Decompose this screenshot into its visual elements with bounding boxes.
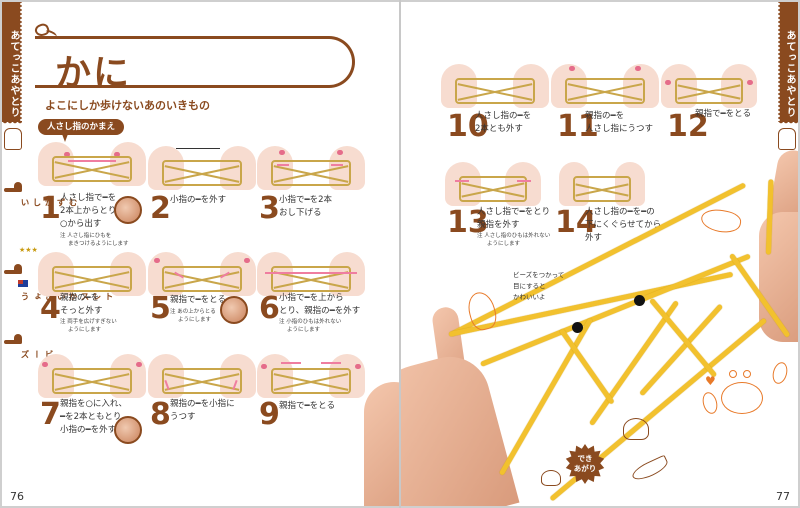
step-instruction: 人さし指で━を 2本上からとり、 ○から出す	[60, 193, 125, 229]
yarn-string	[558, 328, 615, 405]
page-title: かに	[55, 53, 132, 94]
step-illustration	[38, 142, 146, 190]
step-number: 9	[259, 397, 280, 432]
step-note: 注 両手を広げすぎない ようにします	[60, 319, 117, 333]
detail-photo-circle	[114, 416, 142, 444]
bead-eye-icon	[572, 322, 583, 333]
step-number: 5	[150, 291, 171, 326]
hand-left	[401, 347, 520, 506]
legend-label: ビーズ	[19, 350, 53, 359]
step-instruction: 小指で━を上から とり、親指の━を外す	[279, 293, 361, 316]
step-number: 11	[557, 109, 599, 144]
rope-end	[35, 85, 45, 88]
step-number: 1	[40, 191, 61, 226]
gutter	[399, 0, 401, 508]
step-instruction: 親指で━をとる	[170, 295, 227, 305]
step-note: 注 あの上からとる ようにします	[170, 309, 216, 323]
step-instruction: 親指で━をとる	[695, 109, 752, 119]
step-illustration	[38, 252, 146, 300]
step-illustration	[661, 64, 757, 112]
step-number: 3	[259, 191, 280, 226]
section-tab-right: あてっこあやとり	[777, 2, 798, 125]
step-note: 注 人さし指のひもは外れない ようにします	[477, 233, 551, 247]
section-tab-label: あてっこあやとり	[8, 30, 19, 118]
legend-label: トレスかいきょう	[19, 292, 113, 301]
left-page: あてっこあやとり かに よこにしか歩けないあのいきもの 人さし指のかまえ P13…	[2, 2, 399, 506]
starting-pose-page-ref: P13	[105, 121, 122, 131]
step-instruction: 親指の━を そっと外す	[60, 293, 103, 316]
step-number: 4	[40, 291, 61, 326]
step-number: 2	[150, 191, 171, 226]
legend-label: むずかしい	[19, 198, 77, 207]
starting-pose-badge: 人さし指のかまえ	[38, 119, 125, 142]
step-note: 注 人さし指にひもを まきつけるようにします	[60, 233, 129, 247]
step-illustration	[148, 252, 256, 300]
page-number-left: 76	[10, 490, 24, 503]
title-rope-frame	[35, 36, 355, 88]
detail-photo-circle	[220, 296, 248, 324]
finger-photo	[364, 382, 399, 506]
detail-photo-circle	[114, 196, 142, 224]
heart-doodle-icon: ♥	[705, 374, 716, 388]
rope-marker-icon	[4, 182, 22, 192]
step-number: 13	[447, 205, 489, 240]
step-instruction: 人さし指の━を 2本とも外す	[475, 111, 532, 134]
shell-doodle-icon	[541, 470, 561, 486]
crab-claw-doodle-icon	[699, 206, 743, 236]
conch-shell-doodle-icon	[629, 454, 671, 484]
page-number-right: 77	[776, 490, 790, 503]
page-subtitle: よこにしか歩けないあのいきもの	[45, 99, 210, 112]
step-illustration	[559, 162, 645, 210]
step-instruction: 親指で━をとる	[279, 401, 336, 411]
bead-eye-icon	[634, 295, 645, 306]
shell-doodle-icon	[623, 418, 649, 440]
rope-marker-icon	[4, 334, 22, 344]
step-illustration	[441, 64, 549, 112]
step-illustration	[551, 64, 659, 112]
step-illustration	[38, 354, 146, 402]
crab-claw-doodle-icon	[700, 390, 720, 416]
step-number: 10	[447, 109, 489, 144]
step-instruction: 小指の━を外す	[170, 195, 227, 205]
step-number: 8	[150, 397, 171, 432]
section-tab-left: あてっこあやとり	[2, 2, 23, 125]
difficulty-stars-icon: ★★★	[19, 246, 38, 254]
step-illustration	[148, 354, 256, 402]
crab-eye-doodle	[729, 370, 737, 378]
step-illustration	[257, 146, 365, 194]
step-instruction: 人さし指の━を━の 下にくぐらせてから 外す	[585, 207, 662, 243]
rope-marker-icon	[4, 264, 22, 274]
step-number: 12	[667, 109, 709, 144]
crab-claw-doodle-icon	[770, 360, 790, 386]
step-illustration	[257, 252, 365, 300]
step-instruction: 親指を○に入れ、 ━を2本ともとり 小指の━を外す	[60, 399, 128, 435]
step-illustration	[257, 354, 365, 402]
step-note: 注 小指のひもは外れない ようにします	[279, 319, 342, 333]
tab-doodle-icon	[778, 128, 796, 150]
step-illustration	[445, 162, 541, 210]
crab-eye-doodle	[743, 370, 751, 378]
crab-doodle-icon	[721, 382, 763, 414]
step-instruction: 親指の━を小指に うつす	[170, 399, 235, 422]
step-number: 14	[555, 205, 597, 240]
step-number: 6	[259, 291, 280, 326]
step-illustration	[148, 146, 256, 194]
right-page: あてっこあやとり 10 人さし指の━を 2本とも外す 11 親指の	[401, 2, 798, 506]
tab-doodle-icon	[4, 128, 22, 150]
step-number: 7	[40, 397, 61, 432]
step-instruction: 小指で━を2本 おし下げる	[279, 195, 333, 218]
bead-hint-text: ビーズをつかって 目にすると かわいいよ	[513, 271, 565, 301]
step-instruction: 親指の━を 人さし指にうつす	[585, 111, 654, 134]
section-tab-label: あてっこあやとり	[784, 30, 795, 118]
step-instruction: 人さし指で━をとり 親指を外す	[477, 207, 551, 230]
flag-icon	[18, 280, 28, 287]
yarn-string	[649, 297, 718, 378]
